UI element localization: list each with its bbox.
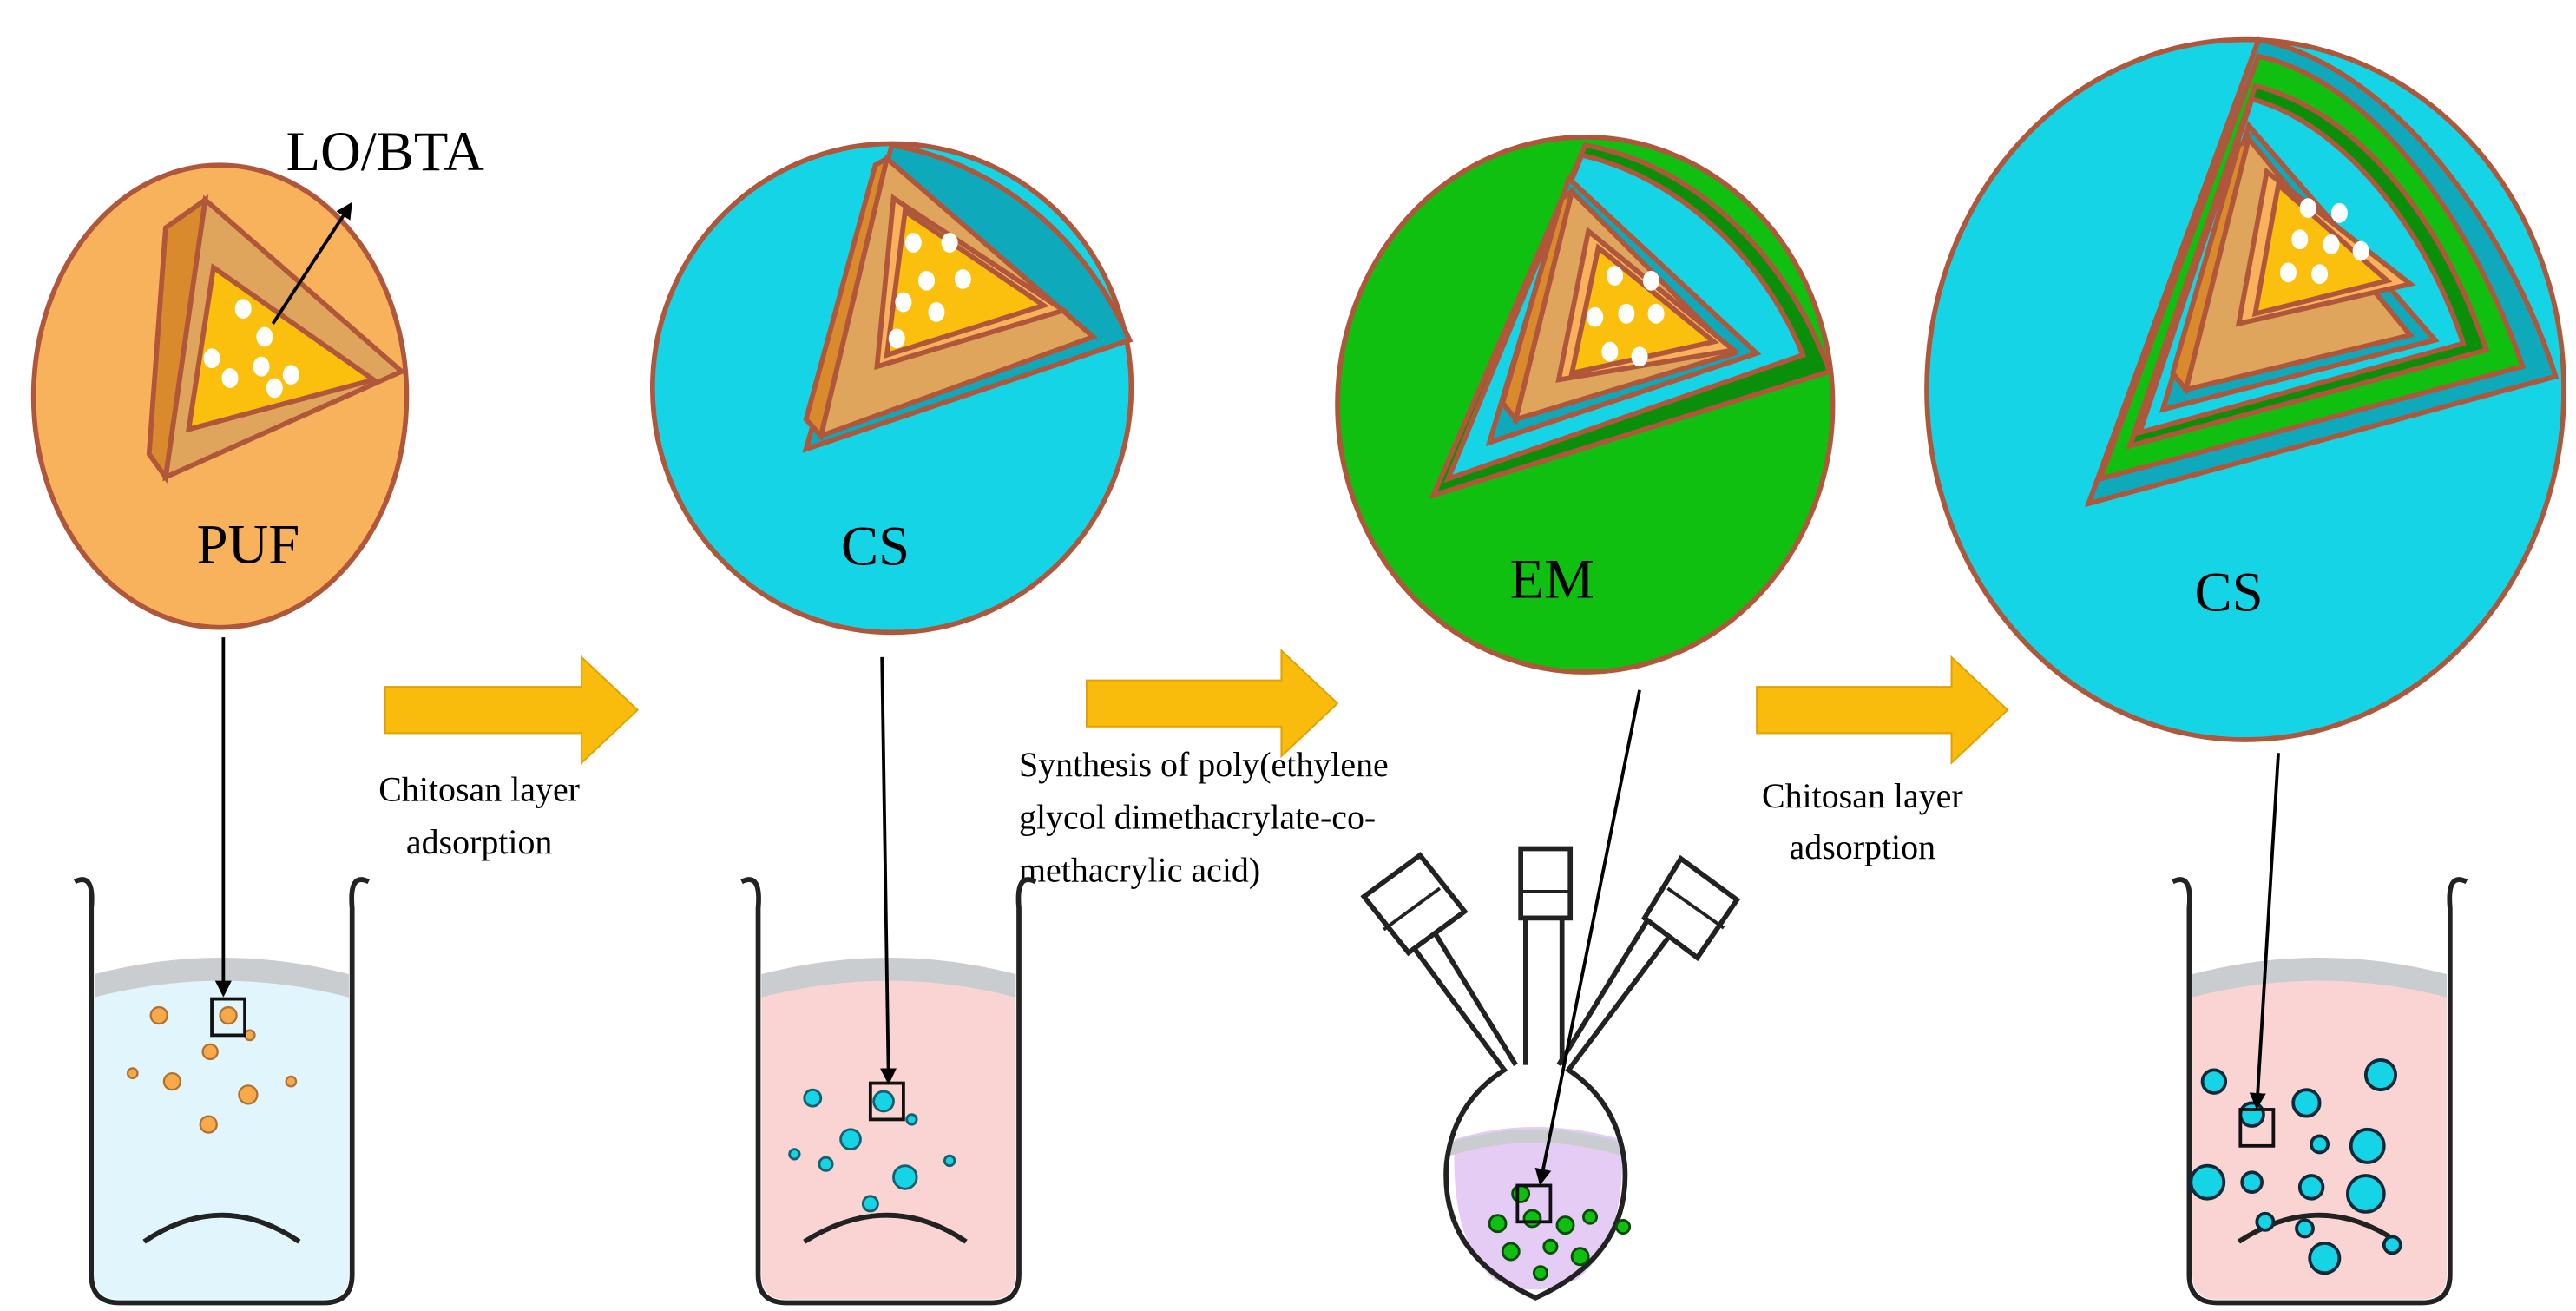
process-arrow-3 — [1756, 655, 2009, 765]
cs-particle-1: CS — [649, 141, 1134, 636]
puf-particle: PUF — [30, 162, 410, 630]
beaker-2 — [740, 877, 1037, 1306]
puf-label: PUF — [197, 513, 300, 576]
beaker-3 — [2172, 877, 2468, 1306]
step1-label-line2: adsorption — [406, 822, 553, 861]
em-label: EM — [1510, 547, 1594, 609]
cs1-label: CS — [841, 514, 910, 576]
step2-label-line3: methacrylic acid) — [1019, 851, 1260, 890]
core-pointer-arrow — [271, 201, 352, 325]
cs2-label: CS — [2194, 561, 2263, 623]
puf-core — [185, 263, 380, 433]
em-particle: EM — [1335, 134, 1836, 675]
core-label: LO/BTA — [286, 120, 485, 182]
step3-label-line1: Chitosan layer — [1762, 776, 1963, 815]
step2-label-line2: glycol dimethacrylate-co- — [1019, 798, 1376, 837]
step2-label-line1: Synthesis of poly(ethylene — [1019, 745, 1389, 784]
cs-particle-2: CS — [1924, 36, 2566, 742]
step3-label-line2: adsorption — [1790, 827, 1936, 866]
pointer-arrow-3 — [1534, 689, 1641, 1186]
pointer-arrow-2 — [880, 656, 897, 1085]
process-arrow-1 — [384, 655, 640, 765]
three-neck-flask — [1360, 846, 1741, 1301]
pointer-arrow-4 — [2249, 753, 2280, 1110]
process-arrow-2 — [1086, 649, 1339, 759]
step1-label-line1: Chitosan layer — [378, 769, 580, 808]
